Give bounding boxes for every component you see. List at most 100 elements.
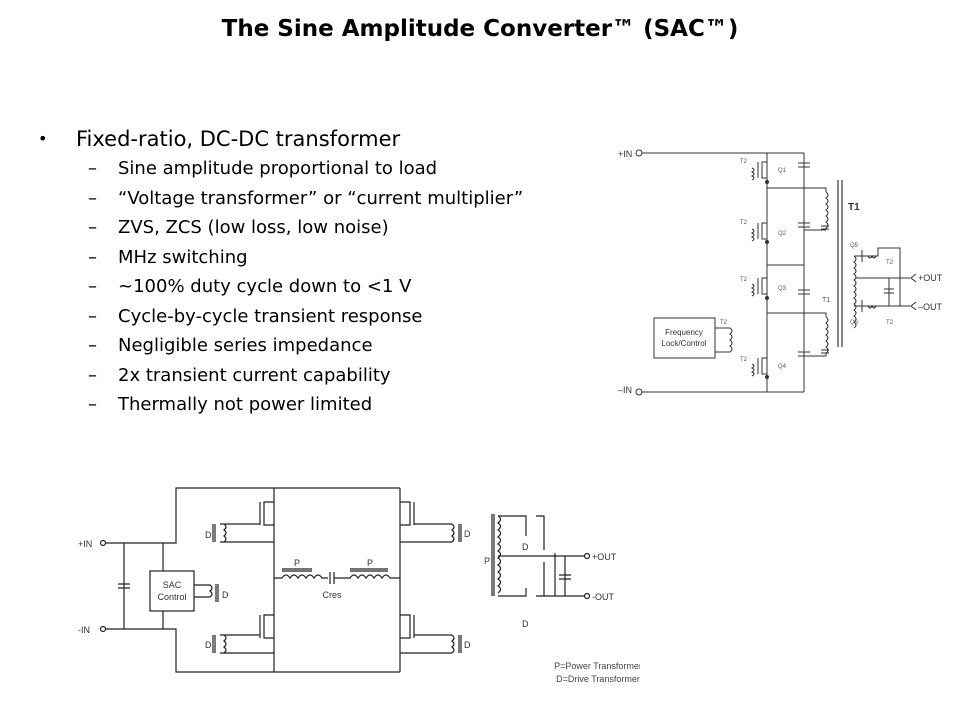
sub-bullet-text: MHz switching — [118, 246, 248, 268]
in-pos-terminal — [99, 539, 107, 547]
svg-text:T2: T2 — [740, 277, 748, 283]
bullet-list: • Fixed-ratio, DC-DC transformer –Sine a… — [38, 124, 523, 420]
frequency-control-box — [653, 317, 716, 359]
svg-text:D: D — [222, 590, 229, 600]
mosfet-top-right — [400, 501, 452, 543]
drive-coil — [750, 363, 755, 377]
output-wire — [856, 277, 910, 307]
bullet-main-text: Fixed-ratio, DC-DC transformer — [76, 127, 401, 151]
svg-text:SAC: SAC — [163, 580, 182, 590]
q6-label: Q6 — [850, 320, 859, 326]
transformer-core — [491, 514, 495, 596]
sub-bullet: –~100% duty cycle down to <1 V — [38, 272, 523, 302]
out-pos-label: +OUT — [918, 273, 943, 283]
dash-icon: – — [88, 335, 97, 356]
wire — [862, 247, 901, 307]
rail — [106, 487, 400, 673]
drive-coil — [451, 523, 462, 543]
capacitor — [798, 289, 810, 295]
drive-coil — [212, 634, 227, 654]
dash-icon: – — [88, 217, 97, 238]
svg-text:Frequency: Frequency — [665, 328, 703, 337]
drive-coil — [867, 254, 877, 259]
svg-text:D: D — [464, 640, 471, 650]
svg-text:T2: T2 — [740, 159, 748, 165]
svg-text:Lock/Control: Lock/Control — [662, 339, 707, 348]
svg-text:-OUT: -OUT — [592, 592, 614, 602]
sync-rectifiers — [498, 515, 545, 597]
caps — [798, 162, 810, 357]
svg-text:P: P — [484, 556, 490, 566]
svg-text:D: D — [205, 640, 212, 650]
sub-bullet: –ZVS, ZCS (low loss, low noise) — [38, 213, 523, 243]
svg-text:P: P — [294, 558, 300, 568]
mosfet-q4: T2 Q4 — [740, 357, 787, 379]
svg-text:T2: T2 — [720, 320, 728, 326]
wire — [767, 312, 827, 317]
capacitor — [798, 222, 810, 228]
mosfet-bottom-right — [400, 614, 452, 654]
output-wire — [498, 555, 584, 597]
mosfet-bottom-left — [220, 614, 274, 654]
q5-label: Q5 — [850, 243, 859, 249]
capacitor — [821, 225, 829, 230]
primary-winding-t1b — [804, 316, 829, 357]
svg-text:Q4: Q4 — [778, 364, 787, 370]
t1-small-label: T1 — [822, 297, 830, 304]
secondary-winding — [853, 255, 857, 329]
sub-bullet: –Sine amplitude proportional to load — [38, 154, 523, 184]
sub-bullet: –“Voltage transformer” or “current multi… — [38, 184, 523, 214]
t1-label: T1 — [848, 202, 860, 213]
svg-text:T2: T2 — [886, 320, 894, 326]
svg-text:D: D — [522, 542, 529, 552]
dash-icon: – — [88, 394, 97, 415]
capacitor — [821, 349, 829, 354]
sub-bullet-text: Thermally not power limited — [118, 394, 373, 415]
wire — [767, 187, 827, 192]
svg-text:T2: T2 — [740, 357, 748, 363]
transformer-core — [282, 568, 388, 572]
sub-bullet-text: “Voltage transformer” or “current multip… — [118, 187, 524, 209]
out-neg-terminal — [583, 592, 591, 600]
legend-power: P=Power Transformer — [554, 661, 640, 671]
sac-half-bridge-schematic: +IN -IN SAC Control D D D P P Cres D D P… — [78, 487, 640, 684]
dash-icon: – — [88, 305, 97, 327]
resonant-tank — [274, 572, 400, 584]
in-pos-label: +IN — [78, 539, 92, 549]
svg-text:P: P — [367, 558, 373, 568]
slide-title: The Sine Amplitude Converter™ (SAC™) — [221, 16, 739, 42]
sub-bullet-text: ZVS, ZCS (low loss, low noise) — [118, 217, 389, 238]
out-neg-label: –OUT — [918, 302, 943, 312]
mosfet-q2: T2 Q2 — [740, 220, 787, 244]
svg-text:Q2: Q2 — [778, 231, 787, 237]
svg-text:+OUT: +OUT — [592, 552, 617, 562]
primary-winding-t1 — [804, 191, 829, 231]
svg-text:T2: T2 — [886, 260, 894, 266]
out-pos-terminal — [583, 552, 591, 560]
in-pos-terminal — [635, 149, 643, 157]
output-terminals — [910, 273, 917, 311]
sub-bullet-text: ~100% duty cycle down to <1 V — [118, 276, 412, 297]
dash-icon: – — [88, 246, 97, 268]
svg-text:T2: T2 — [740, 220, 748, 226]
sub-bullet-text: 2x transient current capability — [118, 364, 391, 386]
sub-bullet: –Cycle-by-cycle transient response — [38, 302, 523, 332]
dash-icon: – — [88, 364, 97, 386]
mosfet-top-left — [220, 501, 274, 543]
drive-coil — [451, 634, 462, 654]
dash-icon: – — [88, 187, 97, 209]
capacitor — [798, 162, 810, 168]
mosfet-q1: T2 Q1 — [740, 159, 787, 184]
drive-coil — [750, 228, 755, 242]
drive-coil — [750, 283, 755, 297]
drive-coil — [750, 167, 755, 181]
sub-bullet: –2x transient current capability — [38, 361, 523, 391]
sub-bullet: –MHz switching — [38, 243, 523, 273]
svg-text:Control: Control — [157, 592, 186, 602]
svg-text:D: D — [522, 619, 529, 629]
output-capacitor — [559, 556, 571, 596]
legend-drive: D=Drive Transformer — [556, 674, 640, 684]
sub-bullet: –Negligible series impedance — [38, 331, 523, 361]
drive-transformer — [194, 584, 219, 602]
cres-label: Cres — [322, 590, 342, 600]
